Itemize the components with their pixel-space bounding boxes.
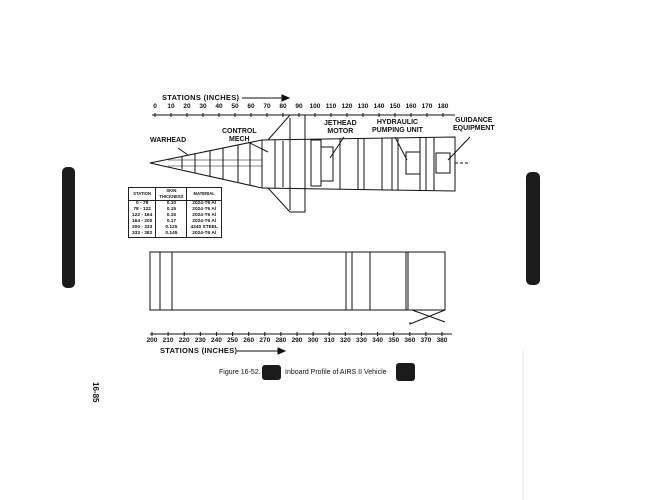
scan-blot-left xyxy=(62,167,75,288)
top-axis-tick-label: 80 xyxy=(279,103,287,110)
top-axis-tick-label: 30 xyxy=(199,103,207,110)
top-axis-tick-label: 170 xyxy=(421,103,433,110)
top-axis-tick-label: 60 xyxy=(247,103,255,110)
figure-title: Inboard Profile of AIRS II Vehicle xyxy=(285,369,387,376)
table-cell: 200 - 333 xyxy=(127,225,157,231)
top-axis-tick-label: 10 xyxy=(167,103,175,110)
bottom-axis-tick-label: 200 xyxy=(146,337,158,344)
top-axis-title: STATIONS (INCHES) xyxy=(162,93,240,102)
table-cell: 0 - 78 xyxy=(127,200,157,207)
table-cell: 0.145 xyxy=(155,231,188,238)
leader-warhead xyxy=(177,147,189,156)
table-cell: 164 - 200 xyxy=(127,219,157,225)
top-axis-tick-label: 90 xyxy=(295,103,303,110)
table-cell: 2024-T6 Al xyxy=(186,231,222,238)
upper-fin xyxy=(267,114,306,141)
table-header-row: STATION SKIN THICKNESS MATERIAL xyxy=(127,187,222,201)
table-cell: 78 - 122 xyxy=(127,207,157,213)
table-cell: 122 - 164 xyxy=(127,213,157,219)
bottom-axis-tick-label: 360 xyxy=(404,337,416,344)
bottom-axis-tick-label: 270 xyxy=(259,337,271,344)
bottom-axis-tick-label: 250 xyxy=(227,337,238,344)
bottom-axis-title: STATIONS (INCHES) xyxy=(160,346,238,355)
top-axis-tick-label: 180 xyxy=(437,103,449,110)
top-axis-tick-label: 100 xyxy=(309,103,321,110)
page-number: 16-85 xyxy=(91,382,100,403)
bottom-axis-tick-label: 330 xyxy=(356,337,367,344)
redaction-mark xyxy=(396,363,415,381)
lower-fin xyxy=(267,187,306,213)
scan-blot-right xyxy=(526,172,540,285)
label-control-mech: CONTROL MECH xyxy=(222,128,257,143)
top-axis-tick-label: 110 xyxy=(325,103,337,110)
top-axis-tick-label: 0 xyxy=(153,103,157,110)
bottom-axis-tick-label: 340 xyxy=(372,337,383,344)
bottom-axis-tick-label: 310 xyxy=(323,337,335,344)
bottom-axis-tick-label: 350 xyxy=(388,337,400,344)
bottom-axis-tick-label: 240 xyxy=(211,337,222,344)
nose-cone xyxy=(149,139,263,189)
bottom-axis-tick-label: 320 xyxy=(339,337,351,344)
top-axis-tick-label: 120 xyxy=(341,103,353,110)
top-axis-tick-label: 20 xyxy=(183,103,191,110)
bottom-axis-tick-label: 220 xyxy=(178,337,190,344)
top-axis-tick-label: 70 xyxy=(263,103,271,110)
figure-number: Figure 16-52. xyxy=(219,369,261,376)
aft-boattail xyxy=(408,251,446,311)
aft-body xyxy=(149,251,409,311)
table-header: MATERIAL xyxy=(186,187,222,201)
bottom-axis-tick-label: 260 xyxy=(243,337,255,344)
top-axis-tick-label: 40 xyxy=(215,103,223,110)
leader-hydraulic xyxy=(394,136,408,161)
redaction-mark xyxy=(262,365,281,380)
bottom-axis-tick-label: 290 xyxy=(291,337,303,344)
label-hydraulic-pumping-unit: HYDRAULIC PUMPING UNIT xyxy=(372,119,423,134)
table-cell: 2024-T6 Al xyxy=(186,200,222,207)
top-axis-tick-label: 140 xyxy=(373,103,385,110)
table-cell: 333 - 382 xyxy=(127,231,157,238)
top-axis-tick-label: 50 xyxy=(231,103,239,110)
bottom-axis-tick-label: 370 xyxy=(420,337,432,344)
leader-guidance xyxy=(447,136,471,161)
table-header: STATION xyxy=(127,187,157,201)
bottom-axis-tick-label: 300 xyxy=(307,337,319,344)
label-jethead-motor: JETHEAD MOTOR xyxy=(324,120,357,135)
label-warhead: WARHEAD xyxy=(150,137,187,144)
leader-control xyxy=(247,141,269,153)
table-cell: 2024-T6 Al xyxy=(186,219,222,225)
bottom-axis-tick-label: 230 xyxy=(194,337,206,344)
bottom-axis-tick-label: 280 xyxy=(275,337,287,344)
bottom-axis-tick-label: 380 xyxy=(436,337,448,344)
table-header: SKIN THICKNESS xyxy=(155,187,188,201)
table-cell: 4340 STEEL xyxy=(186,225,222,231)
top-axis-tick-label: 150 xyxy=(389,103,401,110)
label-guidance-equipment: GUIDANCE EQUIPMENT xyxy=(453,117,495,132)
leader-jethead xyxy=(329,136,345,159)
bottom-axis-tick-label: 210 xyxy=(162,337,174,344)
top-axis-tick-label: 160 xyxy=(405,103,417,110)
table-cell: 2024-T6 Al xyxy=(186,207,222,213)
table-cell: 2024-T6 Al xyxy=(186,213,222,219)
top-axis-tick-label: 130 xyxy=(357,103,369,110)
aft-nozzle xyxy=(409,252,446,325)
